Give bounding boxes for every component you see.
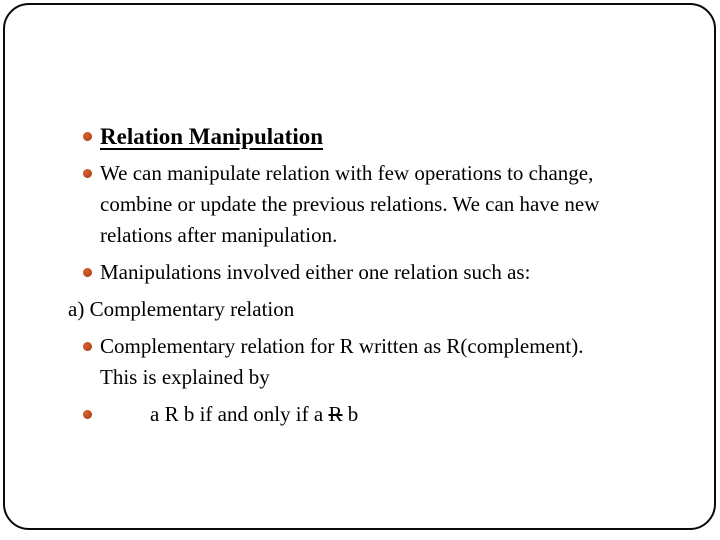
bullet-item-manipulate: We can manipulate relation with few oper… <box>68 158 688 251</box>
bullet-text: We can manipulate relation with few oper… <box>100 158 599 251</box>
bullet-item-formula: a R b if and only if a R b <box>68 399 688 430</box>
slide-frame: Relation Manipulation We can manipulate … <box>3 3 716 530</box>
text-line: This is explained by <box>100 365 270 389</box>
title-item: Relation Manipulation <box>68 121 688 152</box>
text-line: a) Complementary relation <box>68 297 295 321</box>
bullet-icon <box>83 132 92 141</box>
slide-title: Relation Manipulation <box>100 124 324 149</box>
formula-post: b <box>342 402 359 426</box>
formula-pre: a R b if and only if a <box>150 402 329 426</box>
list-item-a: a) Complementary relation <box>68 294 688 325</box>
bullet-text: Complementary relation for R written as … <box>100 331 583 393</box>
text-line: relations after manipulation. <box>100 223 338 247</box>
bullet-icon <box>83 169 92 178</box>
bullet-icon <box>83 410 92 419</box>
text-line: Complementary relation for R written as … <box>100 334 584 358</box>
text-line: combine or update the previous relations… <box>100 192 600 216</box>
formula-strike-r: R <box>328 402 343 426</box>
bullet-item-complementary: Complementary relation for R written as … <box>68 331 688 393</box>
bullet-icon <box>83 342 92 351</box>
text-line: Manipulations involved either one relati… <box>100 260 531 284</box>
bullet-item-involved: Manipulations involved either one relati… <box>68 257 688 288</box>
formula-text: a R b if and only if a R b <box>150 399 358 430</box>
text-line: We can manipulate relation with few oper… <box>100 161 594 185</box>
slide-content: Relation Manipulation We can manipulate … <box>68 121 688 436</box>
bullet-icon <box>83 268 92 277</box>
bullet-text: Manipulations involved either one relati… <box>100 257 530 288</box>
